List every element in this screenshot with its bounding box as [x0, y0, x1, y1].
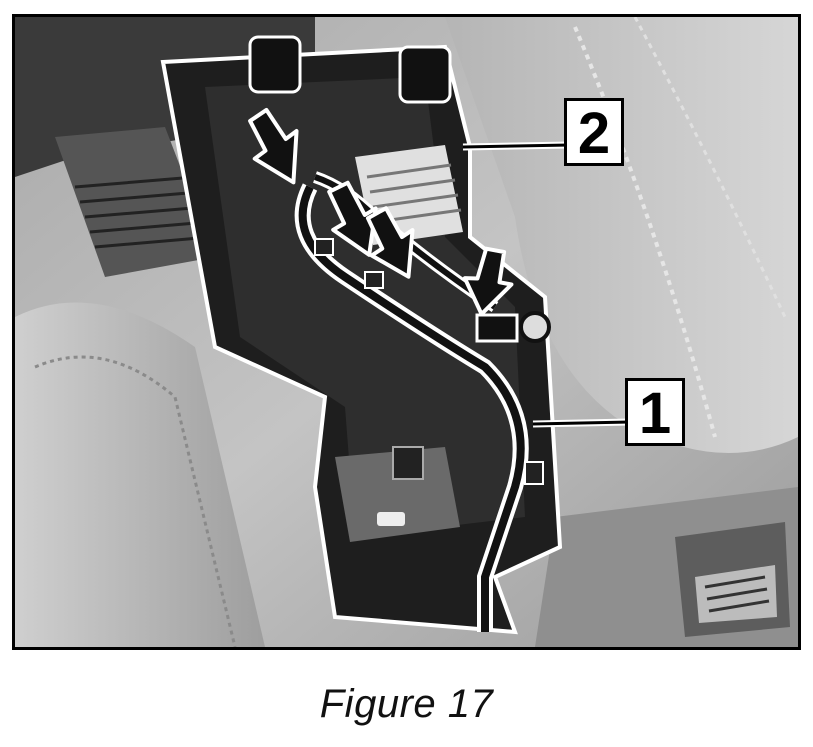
arrow-icon [248, 107, 299, 185]
cable-clips [314, 238, 551, 485]
latch-plate [335, 447, 460, 542]
figure-photo [12, 14, 801, 650]
wiring-harness [298, 185, 525, 632]
photo-illustration [15, 17, 798, 647]
right-seat [445, 17, 798, 453]
callout-label-2: 2 [564, 98, 624, 166]
mounting-posts [248, 35, 452, 104]
arrow-icon [462, 246, 514, 317]
callout-label-1: 1 [625, 378, 685, 446]
arrow-icon [365, 206, 415, 279]
figure-caption: Figure 17 [319, 682, 494, 726]
arrow-icons [248, 107, 514, 317]
left-seat [15, 302, 265, 647]
